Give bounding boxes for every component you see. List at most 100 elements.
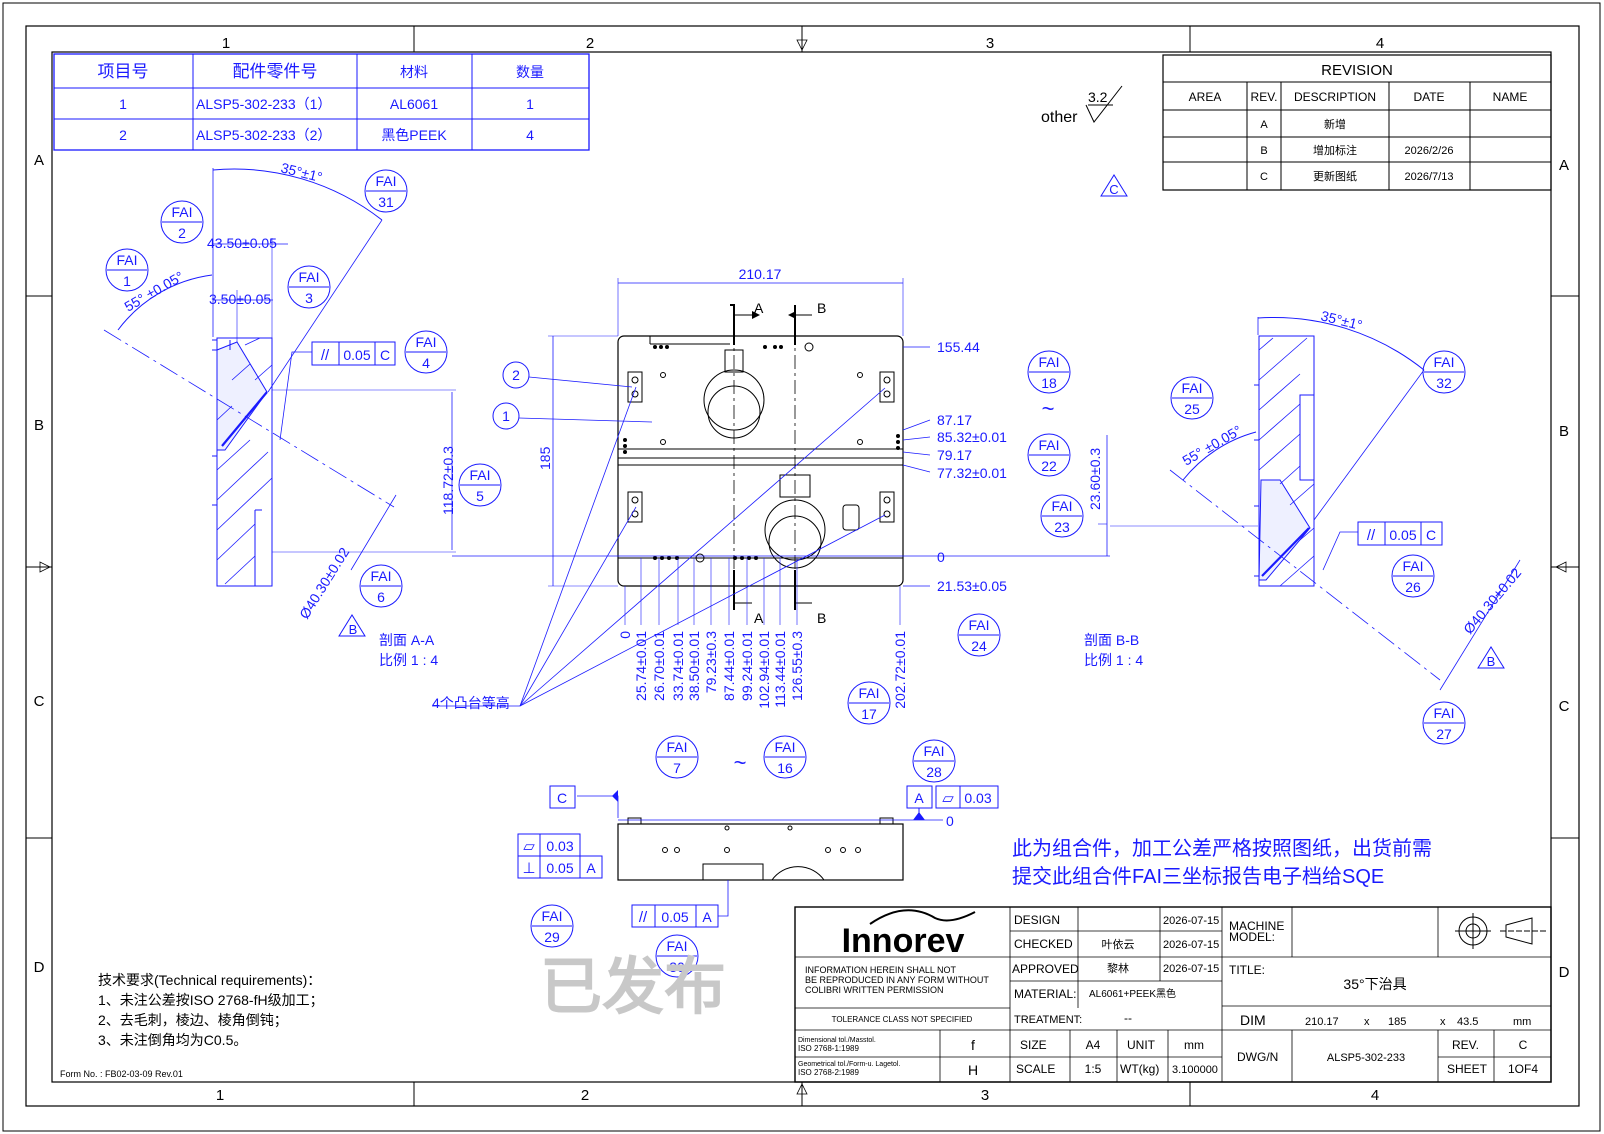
svg-text:CHECKED: CHECKED <box>1014 937 1073 951</box>
zone-row-left-c: C <box>34 693 45 710</box>
dim-angle-35-right: 35°±1° <box>1319 307 1364 333</box>
rev-row3-date: 2026/7/13 <box>1405 171 1454 183</box>
rev-row3-rev: C <box>1260 171 1268 183</box>
svg-text:3、未注倒角均为C0.5。: 3、未注倒角均为C0.5。 <box>98 1032 247 1048</box>
svg-text:A: A <box>586 860 596 876</box>
svg-text:INFORMATION HEREIN SHALL NOT: INFORMATION HEREIN SHALL NOT <box>805 965 957 975</box>
svg-text:43.5: 43.5 <box>1457 1016 1478 1028</box>
svg-text:Dimensional tol./Masstol.: Dimensional tol./Masstol. <box>798 1037 876 1044</box>
fai-label: FAI <box>116 252 137 268</box>
svg-text:2026-07-15: 2026-07-15 <box>1163 939 1219 951</box>
svg-text:APPROVED: APPROVED <box>1012 962 1079 976</box>
dim-right-85-32: 85.32±0.01 <box>937 429 1007 445</box>
fai-label: FAI <box>171 204 192 220</box>
bom-header-qty: 数量 <box>516 64 544 80</box>
dim-23-60: 23.60±0.3 <box>1087 448 1103 510</box>
fai-number: 5 <box>476 488 484 504</box>
bom-row2-material: 黑色PEEK <box>381 127 447 143</box>
zone-row-left-b: B <box>34 417 44 434</box>
dim-width-210: 210.17 <box>739 266 782 282</box>
zone-col-top-2: 2 <box>586 35 594 52</box>
svg-text:MODEL:: MODEL: <box>1229 930 1275 944</box>
fai-number: 18 <box>1041 375 1057 391</box>
zone-col-bottom-1: 1 <box>216 1087 224 1104</box>
zone-row-right-d: D <box>1559 964 1570 981</box>
svg-text:SHEET: SHEET <box>1447 1062 1488 1076</box>
bom-row2-part: ALSP5-302-233（2） <box>196 127 331 143</box>
section-a-a-view: 35°±1° 55° ±0.05° 43.50±0.05 3.50±0.05 Ø… <box>103 159 456 668</box>
drawing-title: 35°下治具 <box>1343 976 1406 992</box>
fai-bubble: FAI 25 <box>1170 376 1214 420</box>
svg-text:▱: ▱ <box>523 838 535 855</box>
svg-text:DESIGN: DESIGN <box>1014 913 1060 927</box>
svg-text:210.17: 210.17 <box>1305 1016 1339 1028</box>
dim-right-zero: 0 <box>937 549 945 565</box>
dim-43-50-left: 43.50±0.05 <box>207 235 277 251</box>
svg-text:此为组合件，加工公差严格按照图纸，出货前需: 此为组合件，加工公差严格按照图纸，出货前需 <box>1012 837 1432 860</box>
svg-text:H: H <box>968 1062 978 1078</box>
ordinate-dims-bottom: 0 25.74±0.01 26.70±0.01 33.74±0.01 38.50… <box>617 631 908 709</box>
section-b-b-view: 35°±1° 55° ±0.05° Ø40.30±0.02 // 0.05 C … <box>1084 307 1524 691</box>
svg-text:技术要求(Technical requirements)：: 技术要求(Technical requirements)： <box>98 972 321 988</box>
svg-text:C: C <box>1519 1038 1528 1052</box>
fai-bubble: FAI 26 <box>1391 554 1435 598</box>
svg-text://: // <box>1367 527 1376 544</box>
fai-number: 29 <box>544 929 560 945</box>
fai-number: 26 <box>1405 579 1421 595</box>
fai-label: FAI <box>1433 354 1454 370</box>
svg-text:TOLERANCE CLASS NOT SPECIFIED: TOLERANCE CLASS NOT SPECIFIED <box>832 1015 973 1024</box>
zone-row-left-a: A <box>34 152 44 169</box>
bom-row1-qty: 1 <box>526 96 534 112</box>
dim-height-185: 185 <box>537 446 553 470</box>
section-cut-b-bottom: B <box>817 610 826 626</box>
surface-finish-value: 3.2 <box>1088 89 1108 105</box>
zone-row-right-b: B <box>1559 423 1569 440</box>
svg-text://: // <box>321 347 330 364</box>
dim-angle-55-right: 55° ±0.05° <box>1180 422 1245 469</box>
svg-text:SCALE: SCALE <box>1016 1062 1055 1076</box>
fai-number: 25 <box>1184 401 1200 417</box>
fai-number: 27 <box>1436 726 1452 742</box>
form-number: Form No. : FB02-03-09 Rev.01 <box>60 1069 183 1079</box>
svg-text:87.44±0.01: 87.44±0.01 <box>721 631 737 701</box>
fai-label: FAI <box>1402 558 1423 574</box>
svg-text:33.74±0.01: 33.74±0.01 <box>670 631 686 701</box>
rev-row1-rev: A <box>1260 119 1268 131</box>
svg-text:0.05: 0.05 <box>343 347 370 363</box>
fai-number: 31 <box>378 194 394 210</box>
fai-number: 4 <box>422 355 430 371</box>
title-block: Innorev INFORMATION HEREIN SHALL NOT BE … <box>794 906 1552 1083</box>
svg-text:SIZE: SIZE <box>1020 1038 1047 1052</box>
svg-text:0.05: 0.05 <box>661 909 688 925</box>
fai-number: 7 <box>673 760 681 776</box>
bom-row1-part: ALSP5-302-233（1） <box>196 96 331 112</box>
section-a-title: 剖面 A-A <box>379 632 435 648</box>
section-cut-a-bottom: A <box>754 610 764 626</box>
fai-number: 3 <box>305 290 313 306</box>
svg-text:DWG/N: DWG/N <box>1237 1050 1278 1064</box>
fai-label: FAI <box>1181 380 1202 396</box>
fcf-parallel-left: // 0.05 C <box>311 341 396 366</box>
svg-text:C: C <box>380 347 390 363</box>
svg-text:2026-07-15: 2026-07-15 <box>1163 963 1219 975</box>
fai-number: 23 <box>1054 519 1070 535</box>
dim-bottom-zero: 0 <box>946 813 954 829</box>
fai-number: 24 <box>971 638 987 654</box>
fai-label: FAI <box>1038 437 1059 453</box>
item-balloon-1: 1 <box>492 402 653 430</box>
zone-col-top-1: 1 <box>222 35 230 52</box>
svg-text:C: C <box>1426 527 1436 543</box>
svg-text:113.44±0.01: 113.44±0.01 <box>772 631 788 708</box>
fai-label: FAI <box>968 617 989 633</box>
svg-text:25.74±0.01: 25.74±0.01 <box>633 631 649 701</box>
